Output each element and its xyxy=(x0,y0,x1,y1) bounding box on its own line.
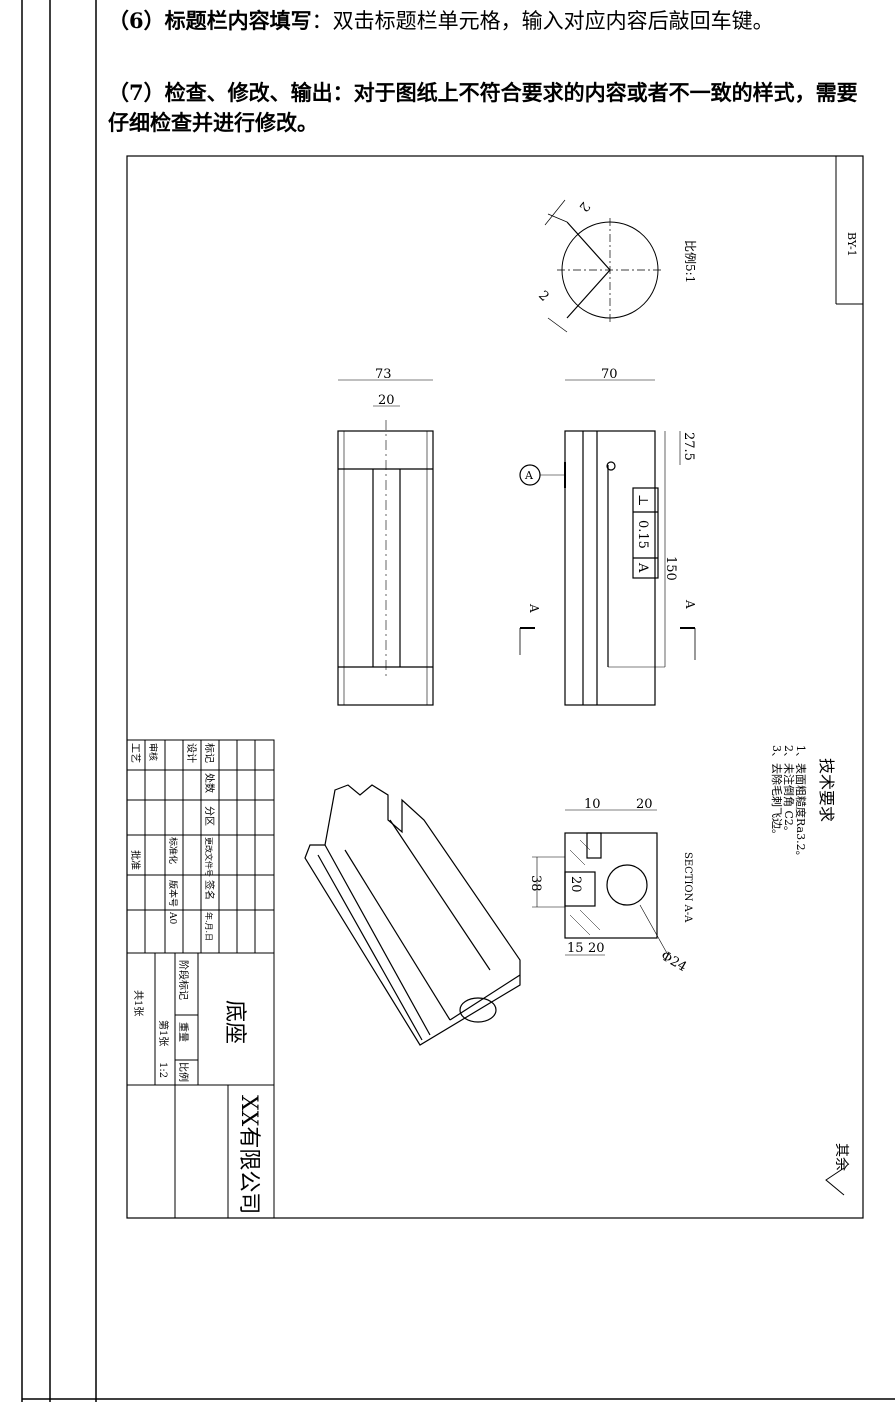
title-label-review: 审核 xyxy=(147,743,159,761)
front-dim-width: 73 xyxy=(375,367,392,382)
side-view xyxy=(519,379,696,706)
title-label-process: 工艺 xyxy=(129,743,141,763)
title-label-version: 版本号 xyxy=(167,880,179,907)
tolerance-value: 0.15 xyxy=(635,520,650,549)
section-dim-6: 20 xyxy=(588,941,605,956)
section-dim-4: 20 xyxy=(568,876,583,893)
part-name: 底座 xyxy=(222,1000,247,1044)
section-mark-right: A xyxy=(683,599,697,609)
side-dim-width: 70 xyxy=(601,367,618,382)
roughness-label: 其余 xyxy=(833,1143,850,1171)
isometric-view xyxy=(304,784,521,1046)
title-label-scale: 比例 xyxy=(177,1062,190,1082)
detail-view: 2 2 比例5:1 xyxy=(535,198,697,333)
section-dim-7: Φ24 xyxy=(658,948,689,975)
sheet-code: BY-1 xyxy=(845,232,858,257)
section-mark-left: A xyxy=(527,603,541,613)
title-label-count: 处数 xyxy=(203,773,216,793)
section-dim-3: 38 xyxy=(528,875,543,892)
side-dim-top: 27.5 xyxy=(681,432,696,461)
detail-dim-top: 2 xyxy=(576,198,593,214)
front-view xyxy=(337,379,434,706)
title-label-total: 共1张 xyxy=(132,990,144,1016)
title-label-date: 年.月.日 xyxy=(204,912,214,941)
company-name: XX有限公司 xyxy=(236,1095,261,1214)
tech-requirements: 技术要求 1、表面粗糙度Ra3.2。 2、未注倒角 C2。 3、去除毛刺飞边。 xyxy=(770,745,836,862)
title-label-sheet: 第1张 xyxy=(157,1020,170,1046)
title-label-standard: 标准化 xyxy=(167,837,179,864)
title-block xyxy=(126,739,275,1219)
roughness-note: 其余 xyxy=(825,1143,850,1196)
detail-dim-bottom: 2 xyxy=(535,288,551,304)
title-scale-value: 1:2 xyxy=(157,1062,168,1078)
title-label-mark: 标记 xyxy=(203,743,215,763)
front-dim-slot: 20 xyxy=(378,393,395,408)
step-7-text: （7）检查、修改、输出：对于图纸上不符合要求的内容或者不一致的样式，需要仔细检查… xyxy=(108,78,868,138)
tolerance-datum: A xyxy=(635,562,650,573)
step-7-heading: （7）检查、修改、输出：对于图纸上不符合要求的内容或者不一致的样式，需要仔细检查… xyxy=(108,80,858,135)
tech-req-item-1: 1、表面粗糙度Ra3.2。 xyxy=(794,745,808,862)
step-6-heading: （6）标题栏内容填写 xyxy=(108,8,312,33)
step-6-text: （6）标题栏内容填写：双击标题栏单元格，输入对应内容后敲回车键。 xyxy=(108,6,868,36)
section-dim-1: 10 xyxy=(584,797,601,812)
title-label-sign: 签名 xyxy=(203,880,216,900)
title-label-approve: 批准 xyxy=(129,850,142,870)
title-label-weight: 重量 xyxy=(177,1022,190,1042)
tech-req-item-2: 2、未注倒角 C2。 xyxy=(782,745,796,837)
section-dim-5: 15 xyxy=(567,941,584,956)
step-6-body: ：双击标题栏单元格，输入对应内容后敲回车键。 xyxy=(311,9,774,33)
section-label: SECTION A-A xyxy=(682,852,693,923)
side-dim-height: 150 xyxy=(663,556,678,581)
title-label-design: 设计 xyxy=(185,743,198,763)
drawing-border xyxy=(126,155,864,1219)
title-label-change: 更改文件号 xyxy=(204,837,214,877)
title-label-a0: A0 xyxy=(167,911,177,924)
detail-scale: 比例5:1 xyxy=(683,240,697,283)
datum-label: A xyxy=(524,469,534,482)
tech-req-item-3: 3、去除毛刺飞边。 xyxy=(770,745,784,840)
tech-req-title: 技术要求 xyxy=(817,758,836,822)
title-label-stage: 阶段标记 xyxy=(177,960,190,1000)
tolerance-symbol: ⊥ xyxy=(635,494,650,506)
section-view xyxy=(532,809,669,956)
title-label-zone: 分区 xyxy=(203,806,215,826)
section-dim-2: 20 xyxy=(636,797,653,812)
sheet-code-box: BY-1 xyxy=(835,156,863,305)
